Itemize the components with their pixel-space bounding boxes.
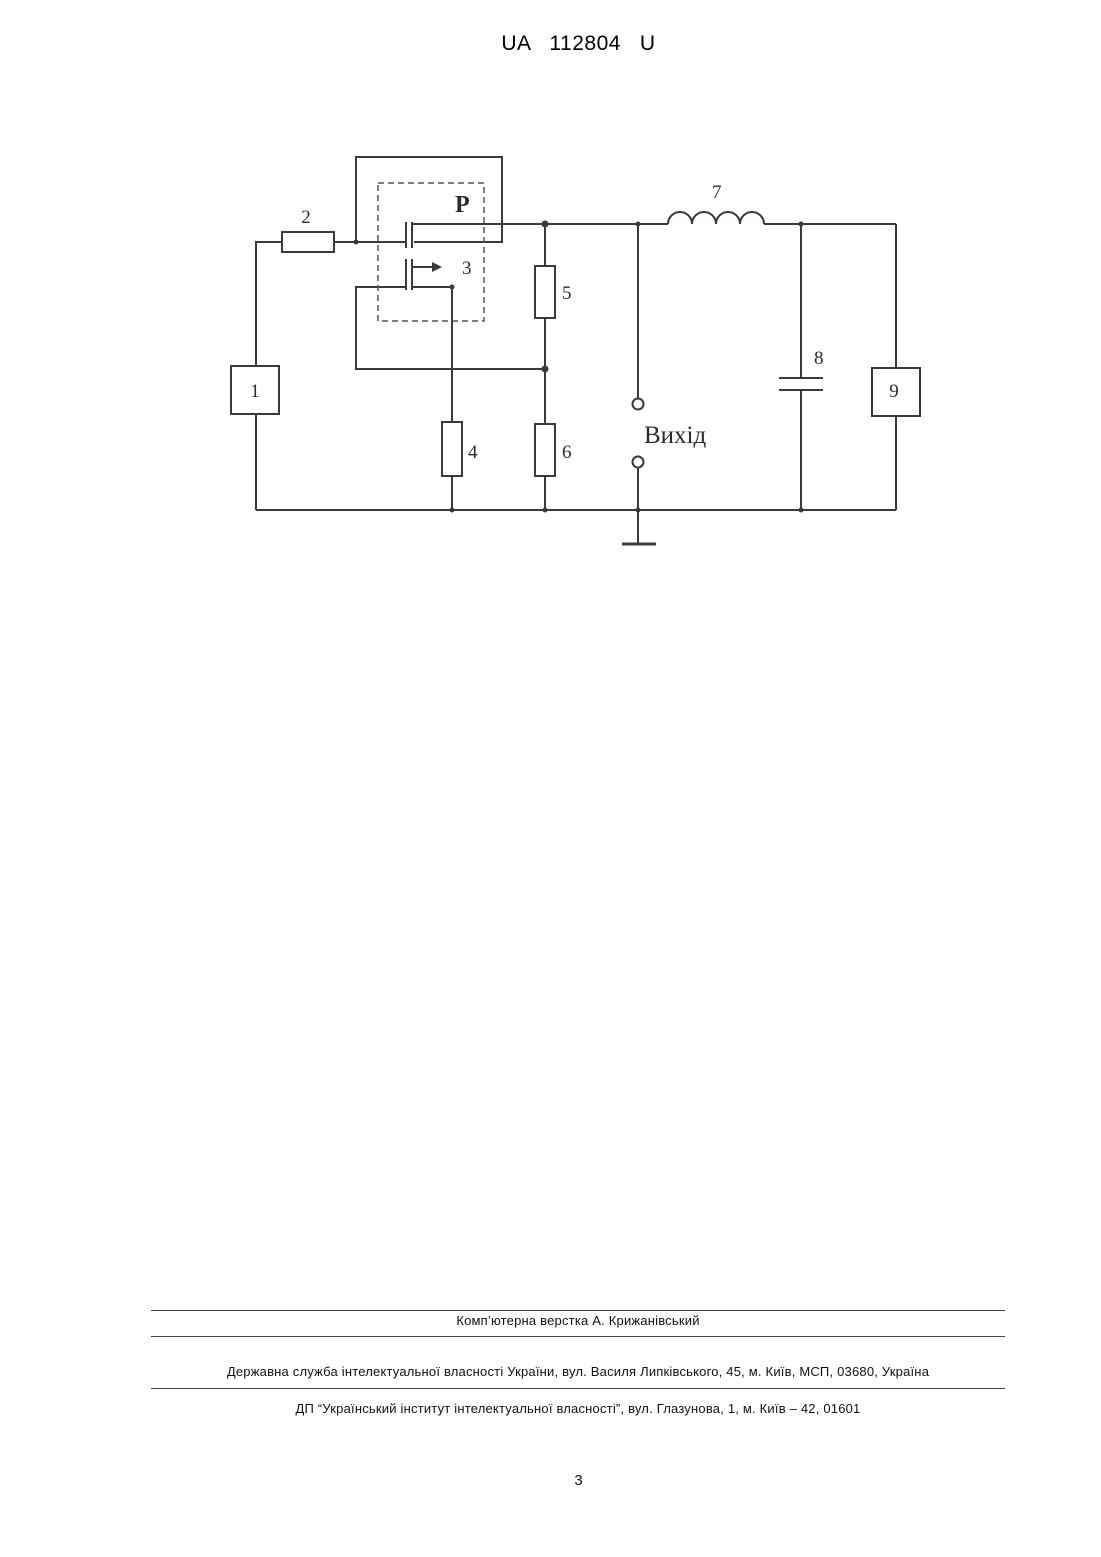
transistor-arrow-head bbox=[432, 262, 442, 272]
junction-dot bbox=[636, 222, 641, 227]
footer-rule-middle bbox=[151, 1336, 1005, 1337]
junction-dot bbox=[799, 222, 804, 227]
junction-dot bbox=[636, 508, 641, 513]
page-number: 3 bbox=[0, 1472, 1101, 1489]
footer-rule-top bbox=[151, 1310, 1005, 1311]
junction-dot bbox=[542, 221, 549, 228]
junction-dot bbox=[450, 285, 455, 290]
layout-credit: Комп’ютерна верстка А. Крижанівський bbox=[151, 1313, 1005, 1328]
label-resistor-2: 2 bbox=[301, 207, 311, 228]
wire-source-top bbox=[256, 242, 282, 366]
label-transistor: 3 bbox=[462, 258, 472, 279]
circuit-diagram: 1 2 P 3 5 4 6 7 8 9 Вихід bbox=[0, 0, 1101, 600]
resistor-5 bbox=[535, 266, 555, 318]
label-output: Вихід bbox=[644, 422, 706, 449]
resistor-6 bbox=[535, 424, 555, 476]
label-resistor-5: 5 bbox=[562, 283, 572, 304]
label-resistor-4: 4 bbox=[468, 442, 478, 463]
wire-lower-loop bbox=[356, 287, 545, 369]
inductor-7 bbox=[668, 212, 764, 224]
label-resistor-6: 6 bbox=[562, 442, 572, 463]
label-switch-block: P bbox=[455, 192, 470, 218]
footer-rule-bottom bbox=[151, 1388, 1005, 1389]
junction-dot bbox=[354, 240, 359, 245]
resistor-4 bbox=[442, 422, 462, 476]
institute-address: ДП “Український інститут інтелектуальної… bbox=[151, 1401, 1005, 1416]
office-address: Державна служба інтелектуальної власност… bbox=[151, 1364, 1005, 1379]
junction-dot bbox=[799, 508, 804, 513]
label-capacitor: 8 bbox=[814, 348, 824, 369]
junction-dot bbox=[543, 508, 548, 513]
label-inductor: 7 bbox=[712, 182, 722, 203]
label-load: 9 bbox=[889, 381, 899, 402]
output-terminal-top bbox=[633, 399, 644, 410]
junction-dot bbox=[450, 508, 455, 513]
junction-dot bbox=[542, 366, 549, 373]
resistor-2 bbox=[282, 232, 334, 252]
label-source: 1 bbox=[250, 381, 260, 402]
output-terminal-bottom bbox=[633, 457, 644, 468]
wire-transistor-source bbox=[412, 287, 452, 422]
